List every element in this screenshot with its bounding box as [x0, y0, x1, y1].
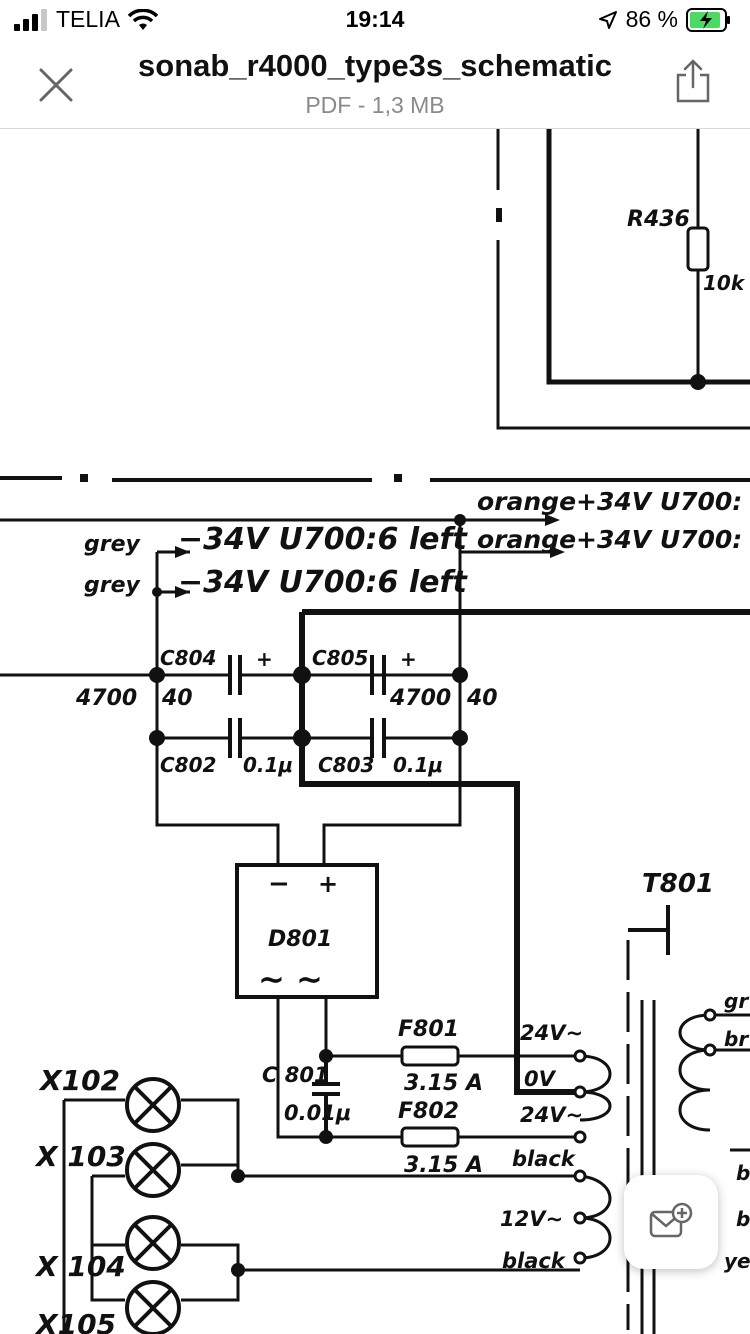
- label-r436-value: 10k: [703, 271, 746, 295]
- label-x103: X 103: [34, 1140, 126, 1173]
- label-40-left: 40: [161, 686, 193, 711]
- close-button[interactable]: [31, 60, 81, 110]
- location-arrow-icon: [598, 10, 617, 29]
- mail-add-icon: [649, 1202, 693, 1238]
- label-t801: T801: [642, 869, 714, 899]
- label-c804-plus: +: [256, 647, 273, 671]
- label-d801-minus: −: [268, 869, 290, 899]
- label-40-right: 40: [466, 686, 498, 711]
- label-f801-value: 3.15 A: [404, 1071, 483, 1096]
- label-24v-2: 24V∼: [520, 1103, 583, 1127]
- label-c803-value: 0.1μ: [393, 753, 443, 777]
- label-d801-ac: ∼ ∼: [258, 960, 323, 998]
- markup-add-button[interactable]: [624, 1175, 718, 1269]
- close-icon: [39, 68, 73, 102]
- status-right: 86 %: [598, 6, 732, 33]
- label-c805-plus: +: [400, 647, 417, 671]
- label-orange-2: orange+34V U700:: [477, 525, 742, 554]
- label-grey-1: grey: [84, 532, 142, 557]
- share-icon: [676, 59, 710, 103]
- status-left: TELIA: [14, 6, 158, 33]
- document-header: sonab_r4000_type3s_schematic PDF - 1,3 M…: [0, 40, 750, 129]
- label-black-1: black: [512, 1147, 577, 1171]
- label-black-2: black: [502, 1249, 567, 1273]
- label-f801: F801: [398, 1017, 459, 1042]
- label-d801: D801: [268, 927, 332, 952]
- document-title: sonab_r4000_type3s_schematic: [138, 48, 612, 83]
- document-subtitle: PDF - 1,3 MB: [305, 92, 445, 118]
- label-f802: F802: [398, 1099, 459, 1124]
- label-c801: C 801: [262, 1063, 329, 1087]
- label-4700-left: 4700: [75, 686, 137, 711]
- label-4700-right: 4700: [389, 686, 451, 711]
- schematic-drawing: R436 10k orange+34V U700: orange+34V U70…: [0, 129, 750, 1334]
- wifi-icon: [127, 8, 158, 30]
- signal-icon: [14, 8, 47, 31]
- status-bar: TELIA 19:14 86 %: [0, 0, 750, 40]
- label-grey-2: grey: [84, 573, 142, 598]
- label-c804: C804: [160, 646, 216, 670]
- label-ye: ye: [724, 1249, 750, 1273]
- label-neg34-2: −34V U700:6 left: [178, 565, 469, 600]
- label-b-1: b: [736, 1161, 750, 1185]
- label-b-2: b: [736, 1207, 750, 1231]
- label-0v: 0V: [524, 1067, 557, 1091]
- label-c802: C802: [160, 753, 216, 777]
- label-r436: R436: [627, 207, 690, 232]
- label-x105: X105: [34, 1308, 116, 1334]
- carrier-label: TELIA: [56, 6, 120, 32]
- pdf-page-view[interactable]: R436 10k orange+34V U700: orange+34V U70…: [0, 129, 750, 1334]
- label-24v-1: 24V∼: [520, 1021, 583, 1045]
- share-button[interactable]: [668, 56, 718, 106]
- label-x102: X102: [38, 1064, 120, 1097]
- label-gr: gr: [724, 989, 749, 1013]
- label-c803: C803: [318, 753, 374, 777]
- label-d801-plus: +: [318, 870, 338, 898]
- battery-percent: 86 %: [625, 6, 678, 32]
- status-time: 19:14: [345, 6, 405, 32]
- label-c802-value: 0.1μ: [243, 753, 293, 777]
- label-12v: 12V∼: [500, 1207, 563, 1231]
- label-br: br: [724, 1027, 749, 1051]
- label-f802-value: 3.15 A: [404, 1153, 483, 1178]
- label-c801-value: 0.01μ: [284, 1101, 351, 1125]
- label-orange-1: orange+34V U700:: [477, 487, 742, 516]
- label-x104: X 104: [34, 1250, 126, 1283]
- label-c805: C805: [312, 646, 368, 670]
- battery-charging-icon: [686, 7, 730, 32]
- label-neg34-1: −34V U700:6 left: [178, 522, 469, 557]
